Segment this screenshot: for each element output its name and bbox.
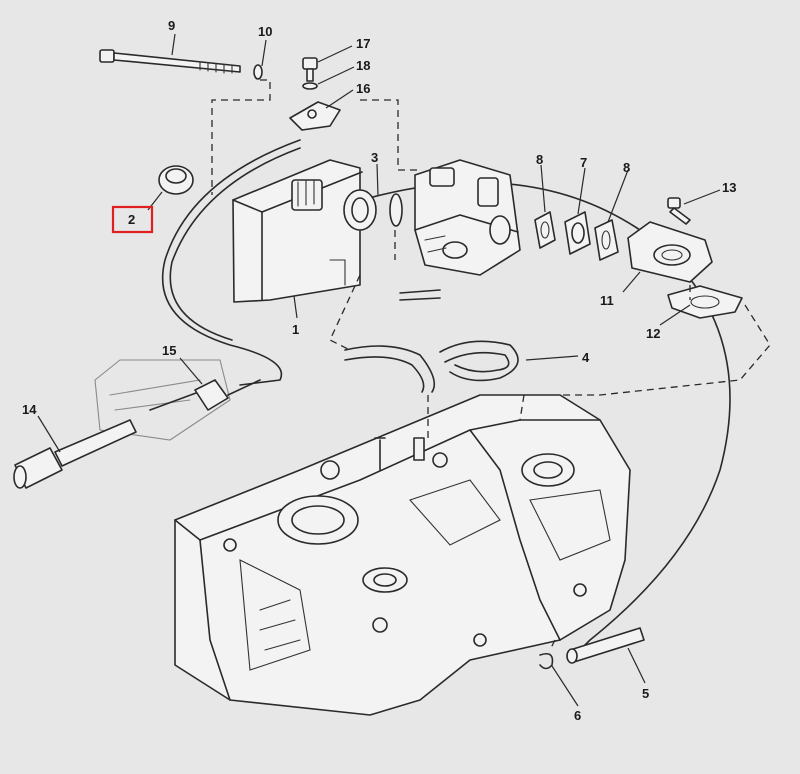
- intake-manifold-11: [627, 221, 713, 283]
- fuel-hose-4: [344, 289, 519, 393]
- callout-14: 14: [22, 402, 37, 417]
- callouts: 9 10 17 18 16 3 1 8 7 8 13 11 12 4 15 14…: [22, 18, 736, 723]
- gasket-12: [667, 285, 743, 319]
- assembly-lines: [211, 79, 771, 651]
- engine-block: [174, 394, 631, 716]
- mounting-bracket: [94, 359, 231, 441]
- callout-5: 5: [642, 686, 649, 701]
- callout-16: 16: [356, 81, 370, 96]
- callout-3: 3: [371, 150, 378, 165]
- grommet-2: [158, 165, 194, 195]
- gasket-8b: [594, 219, 619, 261]
- callout-4: 4: [582, 350, 590, 365]
- callout-2: 2: [128, 212, 135, 227]
- silencer-1: [232, 159, 377, 303]
- knob-14: [13, 419, 137, 489]
- callout-8b: 8: [623, 160, 630, 175]
- callout-12: 12: [646, 326, 660, 341]
- callout-11: 11: [600, 293, 614, 308]
- clip-6: [539, 652, 554, 670]
- callout-10: 10: [258, 24, 272, 39]
- cable-clamp-16: [289, 101, 341, 131]
- callout-6: 6: [574, 708, 581, 723]
- bolt-9: [99, 49, 241, 74]
- insulator-7: [564, 211, 591, 255]
- callout-13: 13: [722, 180, 736, 195]
- gasket-8a: [534, 211, 556, 249]
- bolt-13: [667, 197, 691, 225]
- carburetor: [414, 159, 521, 276]
- callout-17: 17: [356, 36, 370, 51]
- washer-10: [253, 64, 263, 80]
- highlight-box: [111, 205, 154, 234]
- callout-9: 9: [168, 18, 175, 33]
- screw-17: [302, 57, 318, 82]
- fitting-15: [149, 379, 261, 411]
- o-ring-3: [389, 193, 403, 227]
- callout-15: 15: [162, 343, 176, 358]
- leader-lines: [37, 33, 721, 707]
- washer-18: [302, 82, 318, 90]
- callout-1: 1: [292, 322, 299, 337]
- callout-7: 7: [580, 155, 587, 170]
- callout-8a: 8: [536, 152, 543, 167]
- cable-end-5: [566, 627, 645, 664]
- callout-18: 18: [356, 58, 370, 73]
